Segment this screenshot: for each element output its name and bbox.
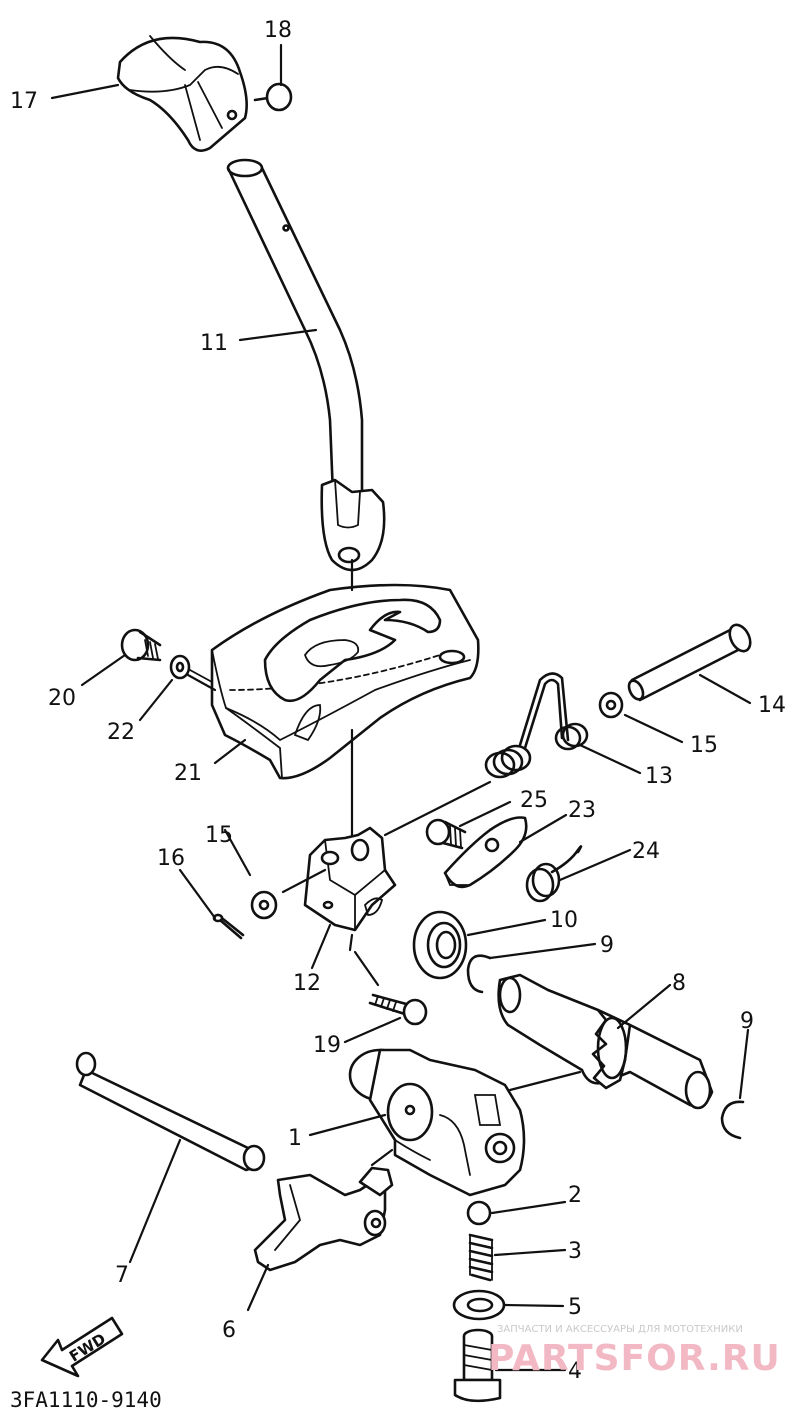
label-1: 1	[288, 1126, 302, 1151]
part-21-shift-gate	[210, 583, 480, 780]
part-20-bolt	[120, 628, 162, 662]
label-21: 21	[174, 761, 202, 786]
label-22: 22	[107, 720, 135, 745]
part-13-spring	[484, 672, 589, 779]
label-23: 23	[568, 798, 596, 823]
label-7: 7	[115, 1263, 129, 1288]
part-11-shift-lever	[226, 158, 386, 572]
part-9-circlip-upper	[466, 954, 492, 994]
label-18: 18	[264, 18, 292, 43]
part-3-spring	[468, 1233, 494, 1282]
label-6: 6	[222, 1318, 236, 1343]
part-12-lever-bracket	[303, 826, 397, 932]
label-25: 25	[520, 788, 548, 813]
part-16-cotter-pin	[212, 913, 245, 940]
drawing-code: 3FA1110-9140	[10, 1388, 162, 1412]
label-2: 2	[568, 1183, 582, 1208]
label-17: 17	[10, 89, 38, 114]
label-12: 12	[293, 971, 321, 996]
label-4: 4	[568, 1359, 582, 1384]
part-19-bolt	[368, 993, 428, 1026]
watermark-tagline: ЗАПЧАСТИ И АКСЕССУАРЫ ДЛЯ МОТОТЕХНИКИ	[497, 1324, 743, 1335]
label-14: 14	[758, 693, 786, 718]
leader-lines	[50, 43, 752, 1372]
part-6-shift-fork	[253, 1166, 394, 1272]
part-7-guide-bar	[75, 1051, 266, 1172]
part-2-ball	[466, 1200, 492, 1226]
label-11: 11	[200, 331, 228, 356]
label-15-upper: 15	[690, 733, 718, 758]
watermark-brand: PARTSFOR.RU	[488, 1338, 781, 1379]
part-1-shift-drum	[348, 1048, 526, 1197]
watermark: ЗАПЧАСТИ И АКСЕССУАРЫ ДЛЯ МОТОТЕХНИКИ PA…	[488, 1324, 781, 1379]
label-3: 3	[568, 1239, 582, 1264]
label-19: 19	[313, 1033, 341, 1058]
label-9-upper: 9	[600, 933, 614, 958]
part-8-shift-shaft	[497, 973, 714, 1110]
label-15-lower: 15	[205, 823, 233, 848]
label-20: 20	[48, 686, 76, 711]
part-23-stopper	[443, 816, 528, 889]
part-number-labels: 17 18 11 20 22 21 14 15 13 25 23 24 15 1…	[10, 18, 786, 1384]
part-17-shift-knob	[116, 35, 248, 152]
part-4-plug	[453, 1328, 502, 1403]
label-9-lower: 9	[740, 1009, 754, 1034]
part-18-screw	[253, 82, 293, 112]
part-22-washer	[169, 654, 213, 683]
part-5-gasket	[452, 1289, 506, 1321]
label-16: 16	[157, 846, 185, 871]
part-9-circlip-lower	[720, 1100, 745, 1140]
label-24: 24	[632, 839, 660, 864]
fwd-direction-arrow: FWD	[40, 1316, 124, 1378]
label-5: 5	[568, 1295, 582, 1320]
part-14-pin	[627, 623, 752, 702]
label-10: 10	[550, 908, 578, 933]
part-15-washer-lower	[250, 890, 278, 920]
part-10-oil-seal	[412, 910, 468, 980]
label-8: 8	[672, 971, 686, 996]
label-13: 13	[645, 764, 673, 789]
part-25-screw	[425, 818, 467, 850]
part-15-washer-upper	[598, 691, 624, 719]
